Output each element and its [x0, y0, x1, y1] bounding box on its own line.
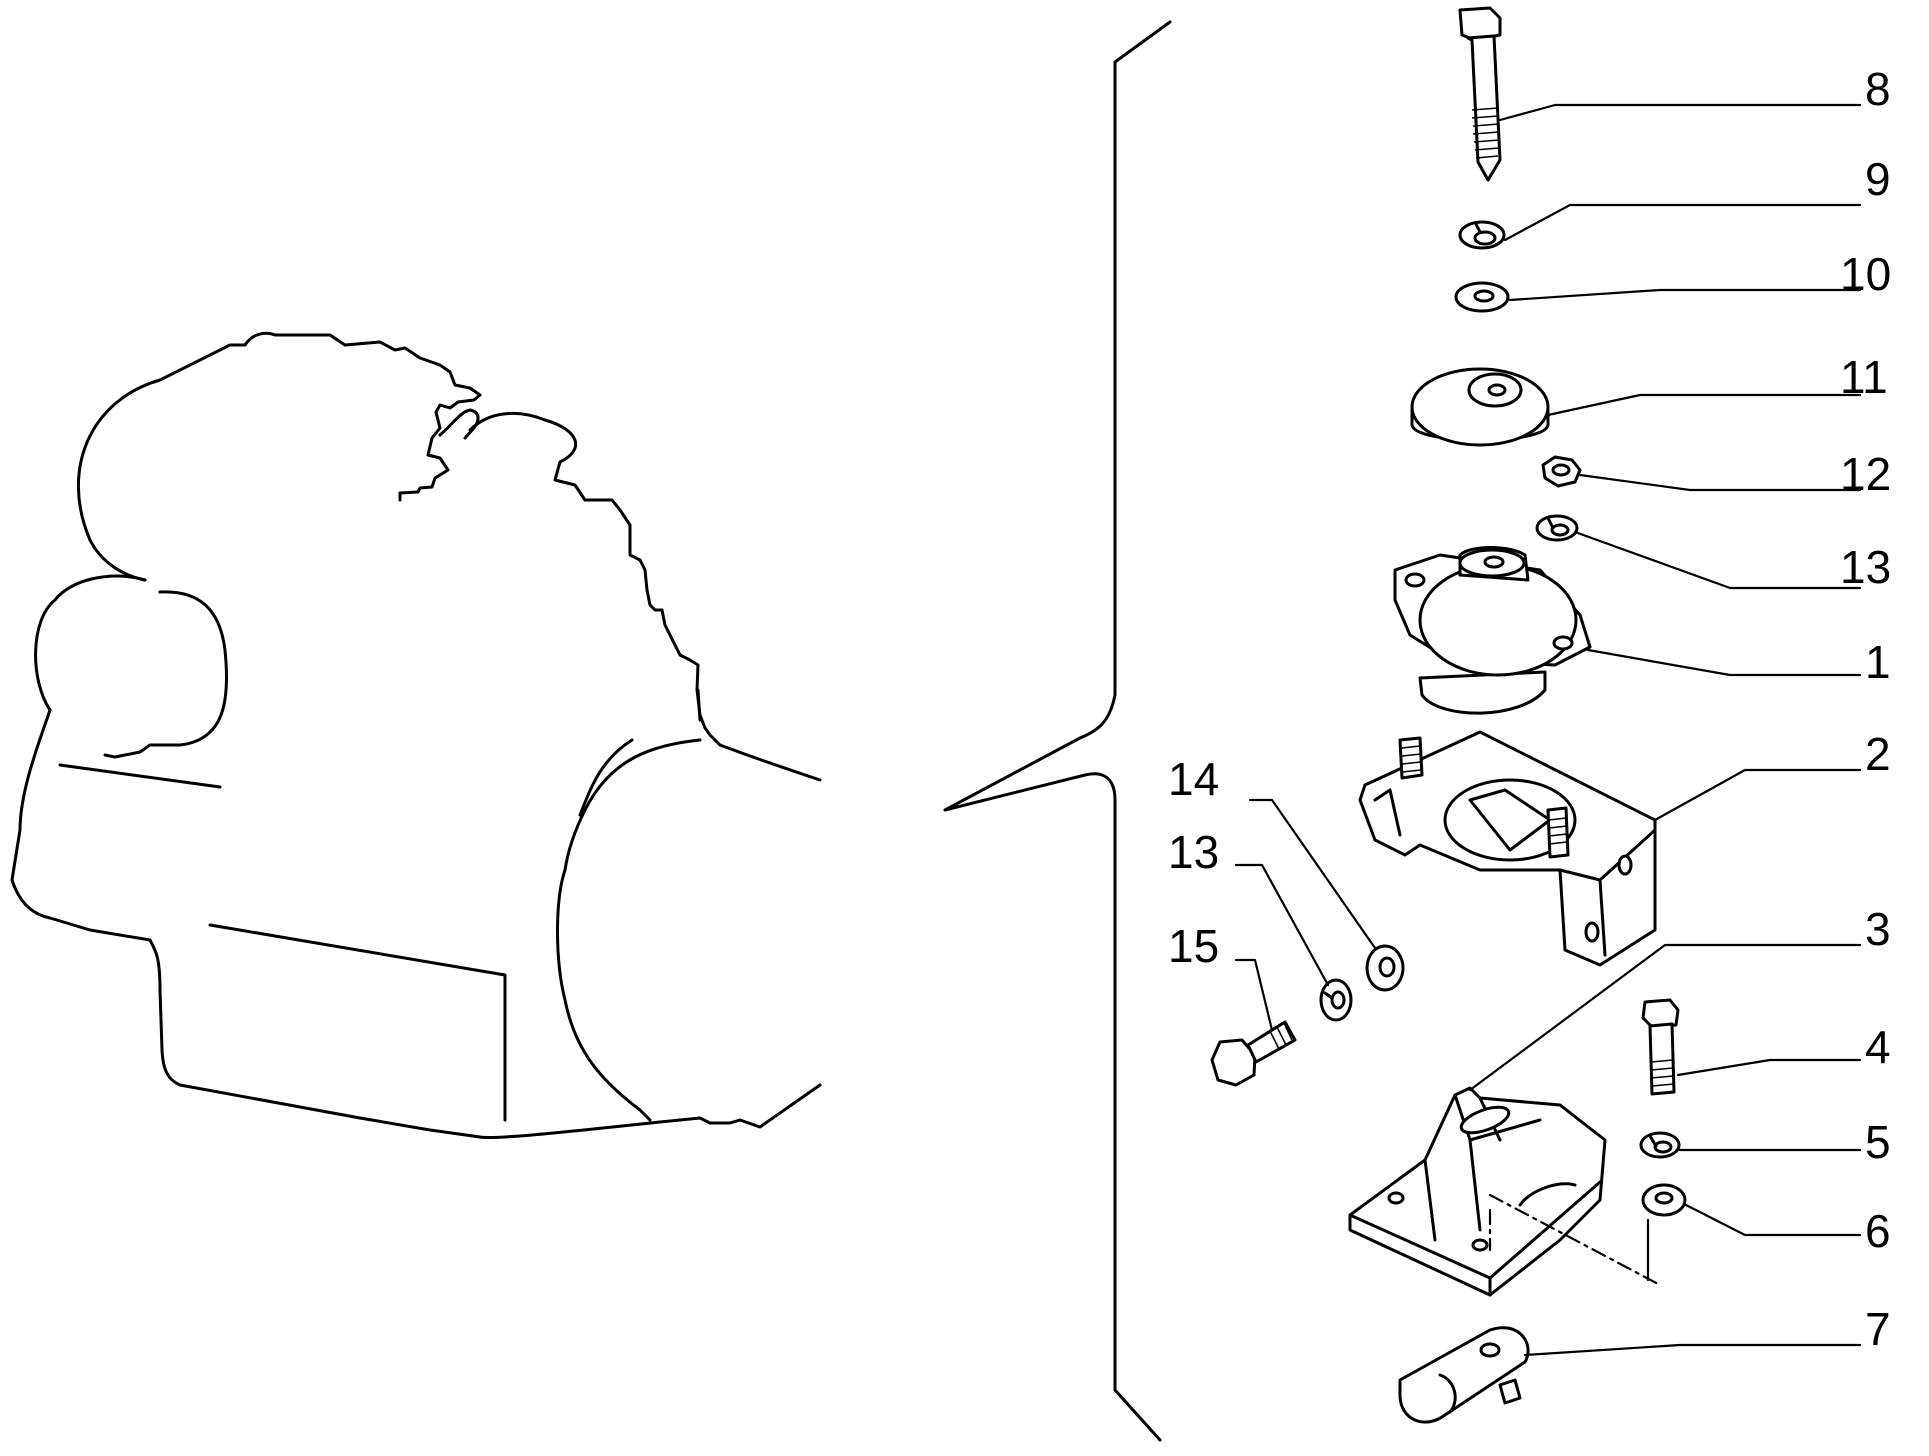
bracket-2-icon [1358, 730, 1657, 967]
callout-7: 7 [1865, 1303, 1891, 1355]
washer-10-icon [1454, 281, 1510, 313]
alignment-lines [1488, 1193, 1662, 1287]
split-washer-5-icon [1639, 1131, 1681, 1159]
callout-14: 14 [1168, 753, 1219, 805]
callout-12: 12 [1840, 448, 1891, 500]
callout-3: 3 [1865, 903, 1891, 955]
split-washer-13-icon [1535, 514, 1579, 542]
callout-11: 11 [1840, 351, 1888, 403]
callout-2: 2 [1865, 728, 1891, 780]
callout-13-top: 13 [1840, 541, 1891, 593]
callout-labels: 8 9 10 11 12 13 1 2 3 4 5 6 7 14 13 15 [1168, 63, 1891, 1355]
split-washer-9-icon [1458, 220, 1506, 250]
callout-9: 9 [1865, 153, 1891, 205]
split-washer-13b-icon [1319, 978, 1353, 1022]
engine-outline [10, 331, 822, 1139]
rubber-cap-11-icon [1410, 367, 1550, 447]
callout-15: 15 [1168, 920, 1219, 972]
callout-10: 10 [1840, 248, 1891, 300]
support-3-icon [1348, 1086, 1607, 1297]
callout-5: 5 [1865, 1116, 1891, 1168]
nut-12-icon [1541, 455, 1582, 488]
callout-13-bottom: 13 [1168, 826, 1219, 878]
exploded-view-brace [943, 20, 1172, 1442]
washer-6-icon [1641, 1183, 1687, 1217]
washer-14-icon [1365, 944, 1405, 992]
rubber-mount-1-icon [1393, 546, 1592, 715]
callout-8: 8 [1865, 63, 1891, 115]
clamp-7-icon [1398, 1326, 1530, 1424]
callout-1: 1 [1865, 636, 1891, 688]
bolt-15-icon [1210, 1020, 1297, 1087]
leader-lines [1234, 103, 1862, 1357]
callout-4: 4 [1865, 1021, 1891, 1073]
bolt-8-icon [1458, 6, 1502, 182]
callout-6: 6 [1865, 1205, 1891, 1257]
bolt-4-icon [1641, 998, 1680, 1096]
